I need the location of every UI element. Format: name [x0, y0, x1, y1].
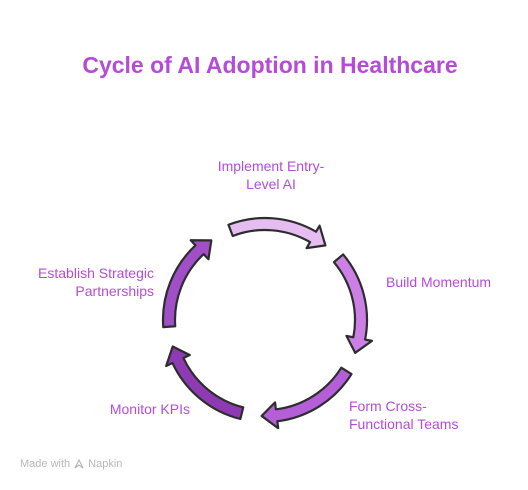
step-label-establish-strategic-partnerships: Establish Strategic Partnerships	[38, 265, 154, 299]
step-label-build-momentum: Build Momentum	[386, 274, 492, 290]
arrow-implement-entry-level-ai	[227, 216, 327, 250]
napkin-logo-icon	[74, 459, 84, 469]
footer-prefix: Made with	[20, 458, 71, 470]
arrow-build-momentum	[332, 253, 374, 354]
step-label-monitor-kpis: Monitor KPIs	[109, 401, 190, 417]
made-with-napkin-footer: Made with Napkin	[20, 458, 122, 470]
arrow-establish-strategic-partnerships	[161, 239, 213, 329]
diagram-title: Cycle of AI Adoption in Healthcare	[82, 52, 458, 78]
step-label-form-cross-functional-teams: Form Cross- Functional Teams	[349, 398, 459, 432]
step-label-implement-entry-level-ai: Implement Entry- Level AI	[217, 158, 325, 192]
arrow-form-cross-functional-teams	[260, 366, 353, 430]
footer-brand: Napkin	[88, 458, 123, 470]
arrow-monitor-kpis	[165, 345, 245, 421]
